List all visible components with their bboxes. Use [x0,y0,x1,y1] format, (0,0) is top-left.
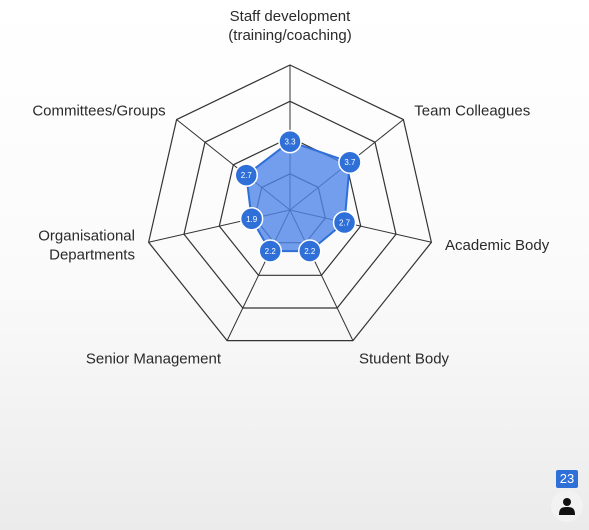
axis-label-line: Committees/Groups [32,102,165,119]
data-point [332,210,357,235]
grid-ring [147,64,433,342]
axis-label-line: Academic Body [445,237,550,254]
value-label: 1.9 [246,215,258,224]
data-point [239,207,264,231]
axis-label: Student Body [359,350,450,367]
axis-label: Staff development (training/coaching) [228,8,351,44]
axis-label-line: Team Colleagues [414,102,530,119]
value-label: 2.2 [304,247,316,256]
person-icon [559,498,575,515]
axis-label: Team Colleagues [414,102,530,119]
axis-label-line: Student Body [359,350,450,367]
data-point [298,239,322,263]
value-label: 2.2 [265,247,277,256]
axis-label-line: (training/coaching) [228,27,351,44]
axis-label-line: Senior Management [86,350,222,367]
value-label: 3.7 [344,158,356,167]
data-point [258,239,282,263]
axis-label-line: Staff development [230,8,351,25]
data-point [234,163,259,187]
participant-count-badge: 23 [556,470,578,488]
axis-label: Senior Management [86,350,222,367]
axis-label-line: Organisational [38,227,135,244]
participant-button[interactable] [551,490,583,522]
value-label: 2.7 [339,218,351,227]
axis-label-line: Departments [49,246,135,263]
value-label: 3.3 [284,138,296,147]
grid-ring [183,100,397,309]
data-area [245,140,351,253]
data-point [338,150,362,174]
axis-label: Academic Body [445,237,550,254]
axis-label: Committees/Groups [32,102,165,119]
value-label: 2.7 [241,171,253,180]
data-point [278,129,302,154]
